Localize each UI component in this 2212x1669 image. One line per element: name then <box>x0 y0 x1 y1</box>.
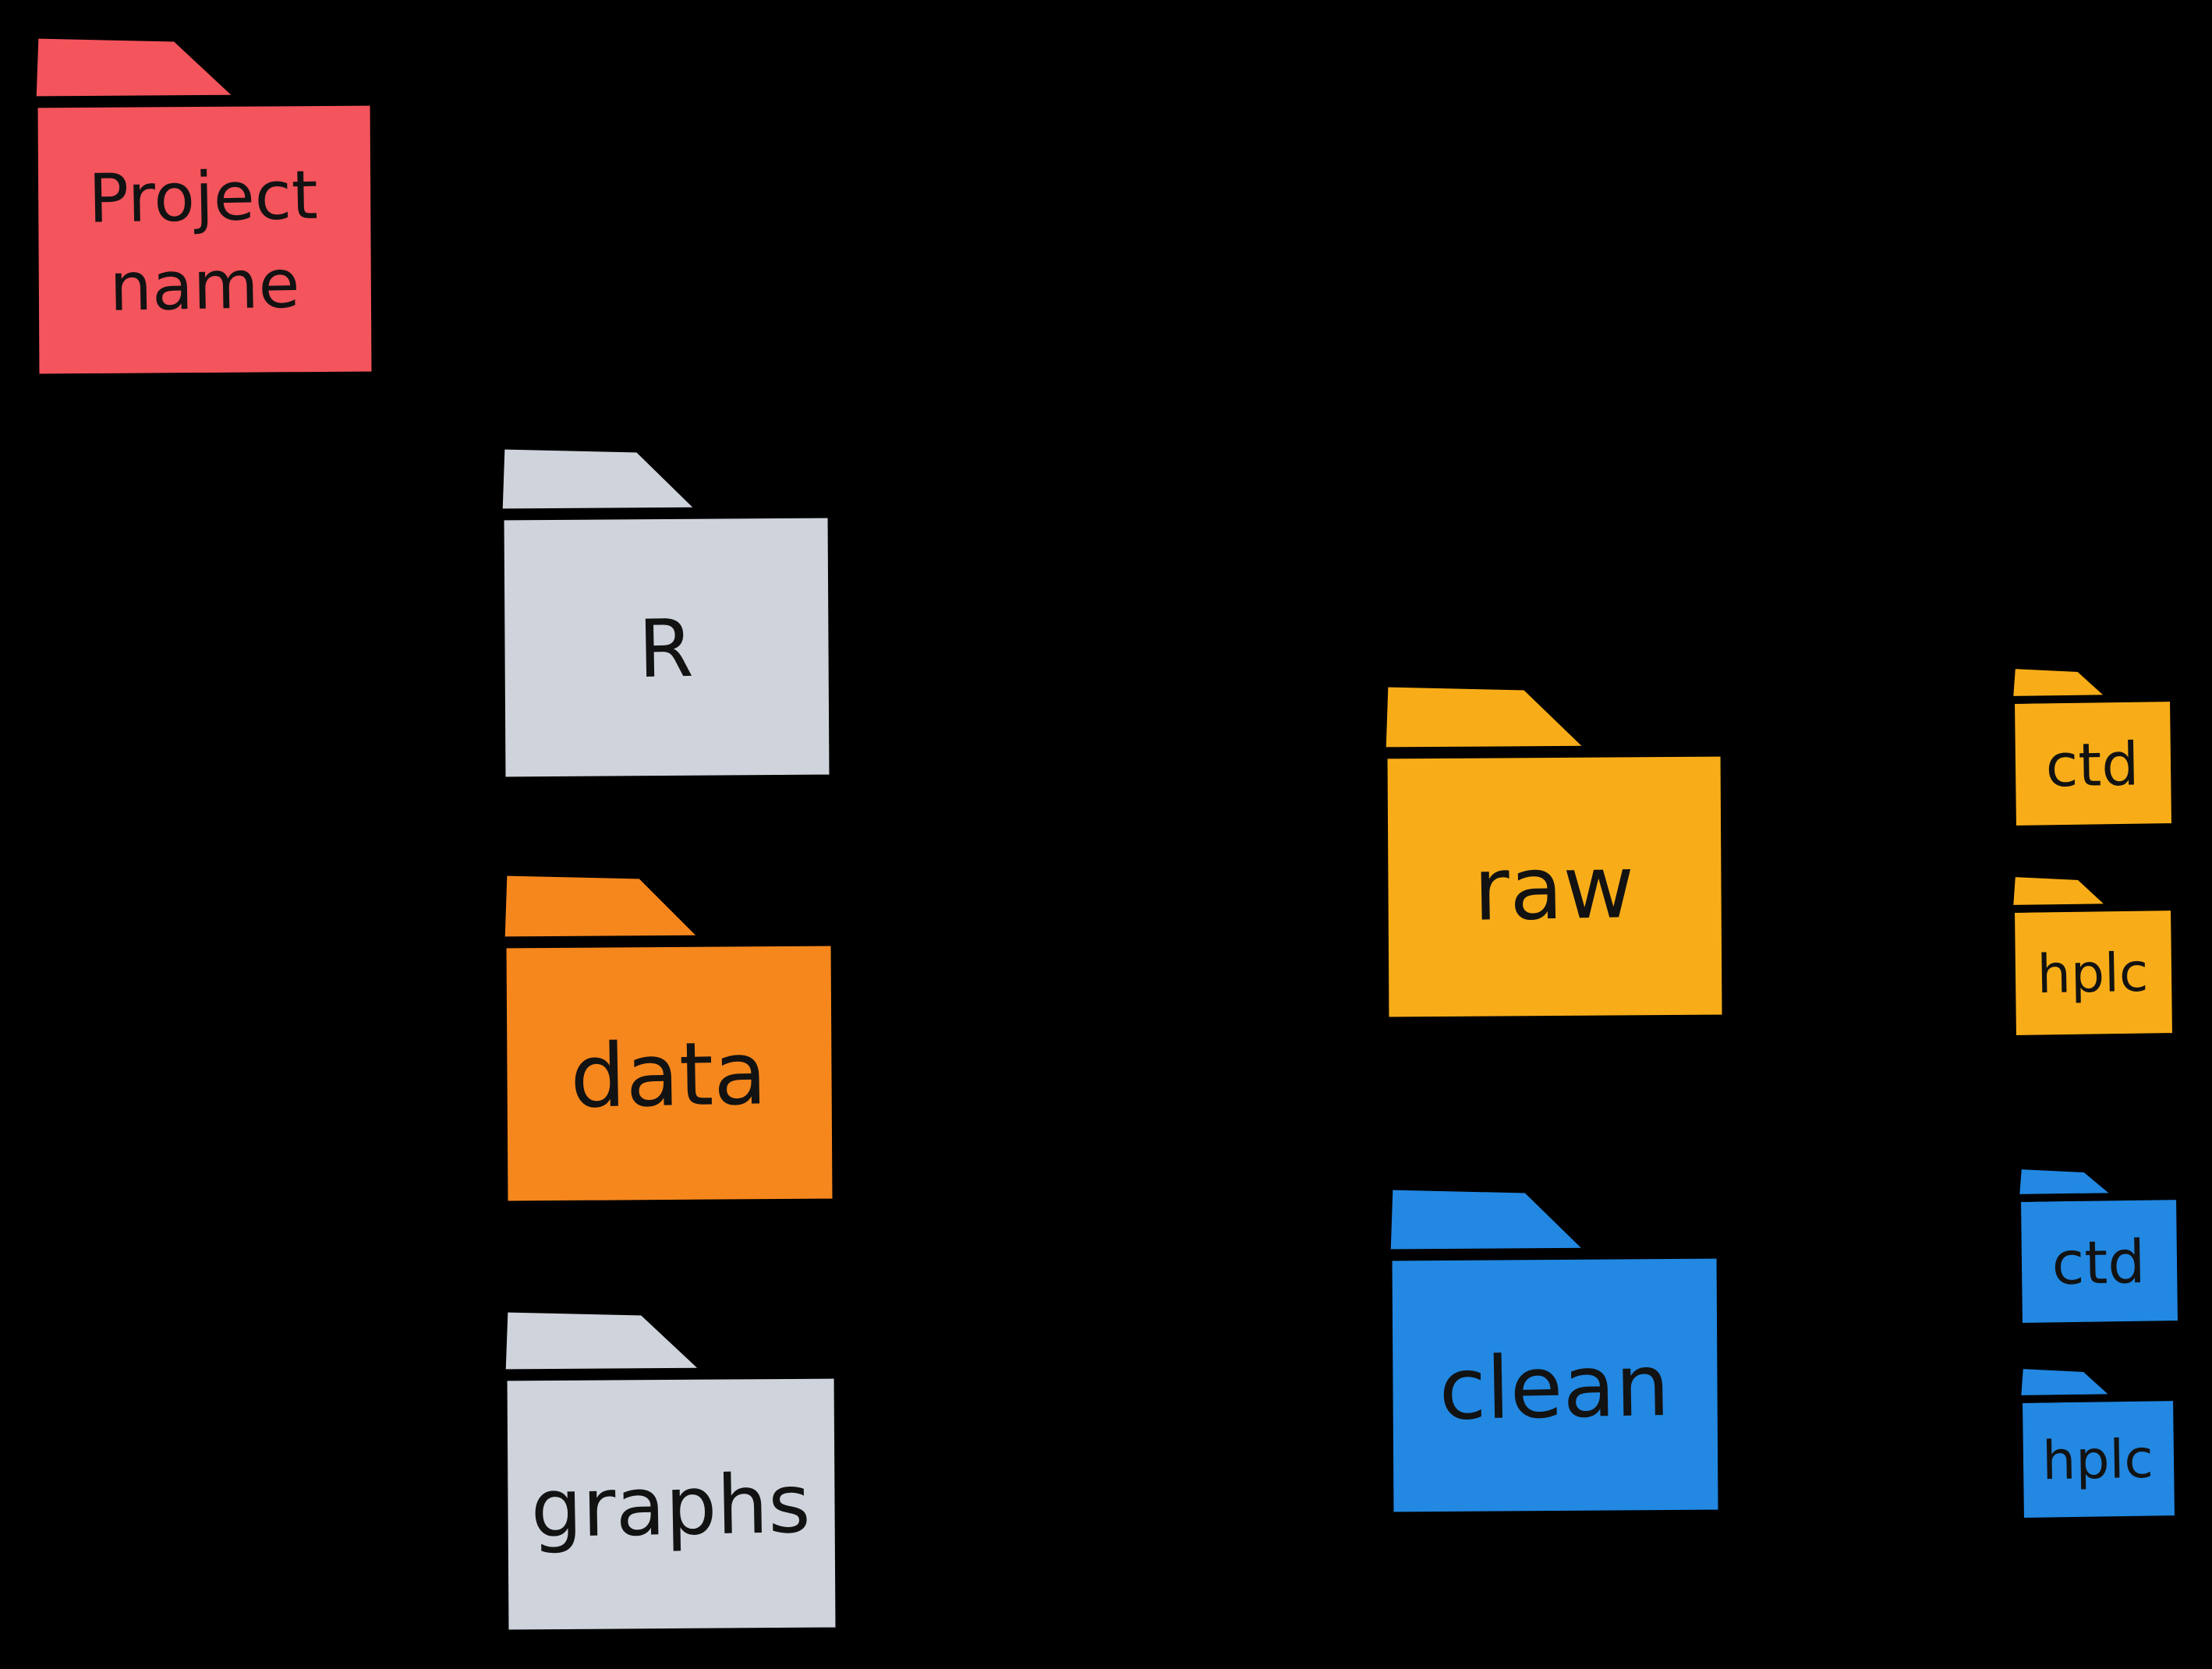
folder-tab <box>1383 1183 1597 1258</box>
folder-r: R <box>486 442 844 784</box>
folder-label-line: graphs <box>530 1456 812 1556</box>
folder-label: ctd <box>2045 729 2139 800</box>
folder-tab-divider <box>486 506 844 521</box>
folder-body <box>30 97 379 381</box>
folder-tab <box>495 442 708 518</box>
folder-label-line: hplc <box>2042 1429 2154 1492</box>
folder-label-line: hplc <box>2037 942 2149 1006</box>
folder-label-line: name <box>109 246 301 327</box>
folder-raw: raw <box>1369 680 1737 1024</box>
folder-label: clean <box>1438 1335 1670 1439</box>
folder-label: raw <box>1473 836 1636 941</box>
folder-tab-divider <box>489 1367 851 1381</box>
folder-data: data <box>488 868 848 1208</box>
folder-label-line: Project <box>88 157 319 239</box>
folder-tab <box>2008 872 2115 911</box>
folder-graphs: graphs <box>489 1305 851 1637</box>
folder-tab <box>498 1305 713 1378</box>
folder-label-line: ctd <box>2045 729 2139 800</box>
folder-label-line: R <box>638 603 695 696</box>
folder-tab-divider <box>2002 903 2182 913</box>
folder-label: ctd <box>2051 1227 2146 1298</box>
folder-clean-ctd: ctd <box>2008 1165 2187 1328</box>
folder-label: Projectname <box>88 157 320 327</box>
folder-tab-divider <box>2002 694 2181 704</box>
folder-tab-divider <box>2010 1393 2184 1403</box>
folder-label-line: data <box>569 1023 768 1127</box>
folder-label-line: raw <box>1473 836 1636 941</box>
folder-tab <box>497 868 711 946</box>
folder-label: data <box>569 1023 768 1127</box>
folder-tab-divider <box>19 94 387 108</box>
folder-tab-divider <box>1369 744 1737 759</box>
folder-tab-divider <box>1374 1246 1733 1261</box>
folder-label-line: clean <box>1438 1335 1670 1439</box>
folder-label: graphs <box>530 1456 812 1556</box>
folder-tab <box>29 31 247 105</box>
folder-raw-hplc: hplc <box>2002 872 2182 1040</box>
folder-tab-divider <box>488 934 848 949</box>
folder-label: R <box>638 603 695 696</box>
folder-raw-ctd: ctd <box>2002 664 2181 830</box>
folder-tab <box>2015 1165 2120 1200</box>
folder-project-name: Projectname <box>19 31 387 381</box>
folder-label: hplc <box>2042 1429 2154 1492</box>
folder-label: hplc <box>2037 942 2149 1006</box>
folder-tab <box>2016 1364 2119 1401</box>
folder-clean: clean <box>1374 1183 1733 1519</box>
folder-clean-hplc: hplc <box>2010 1364 2184 1522</box>
folder-tab <box>2008 664 2114 702</box>
folder-tab <box>1379 680 1597 756</box>
folder-tab-divider <box>2008 1192 2187 1202</box>
folder-label-line: ctd <box>2051 1227 2146 1298</box>
